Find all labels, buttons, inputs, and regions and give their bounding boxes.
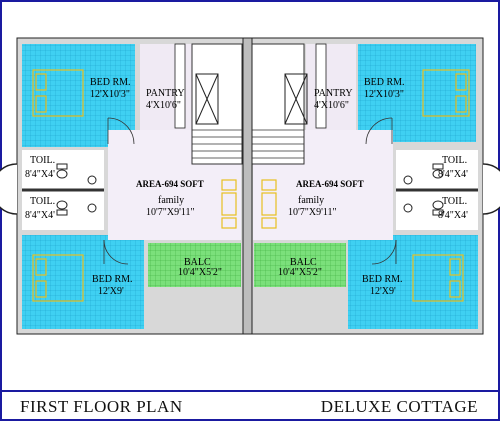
label-family-r-area: AREA-694 SOFT — [296, 179, 364, 189]
label-toil-r2-size: 8'4"X4' — [438, 210, 468, 221]
label-toil-r2-name: TOIL. — [442, 196, 467, 207]
label-family-l-size: 10'7"X9'11" — [146, 207, 195, 218]
label-toil-r1-size: 8'4"X4' — [438, 169, 468, 180]
dining-furniture — [221, 179, 277, 229]
label-toil-l2-name: TOIL. — [30, 196, 55, 207]
party-wall — [242, 37, 253, 335]
label-balc-r-size: 10'4"X5'2" — [278, 267, 322, 278]
label-bed-bl-name: BED RM. — [92, 274, 133, 285]
label-balc-r-name: BALC — [290, 257, 317, 268]
label-pantry-r-name: PANTRY — [314, 88, 353, 99]
bay-window-right — [482, 163, 500, 215]
label-bed-bl-size: 12'X9' — [98, 286, 124, 297]
label-toil-l1-name: TOIL. — [30, 155, 55, 166]
pantry-right — [306, 44, 356, 130]
label-pantry-l-size: 4'X10'6" — [146, 100, 181, 111]
plan-title: FIRST FLOOR PLAN — [20, 397, 183, 416]
label-toil-l1-size: 8'4"X4' — [25, 169, 55, 180]
stair-right — [251, 43, 305, 165]
label-bed-tr-name: BED RM. — [364, 77, 405, 88]
label-bed-br-size: 12'X9' — [370, 286, 396, 297]
label-family-l-area: AREA-694 SOFT — [136, 179, 204, 189]
label-toil-l2-size: 8'4"X4' — [25, 210, 55, 221]
plan-subtitle: DELUXE COTTAGE — [320, 397, 478, 416]
stair-left — [191, 43, 243, 165]
label-pantry-l-name: PANTRY — [146, 88, 185, 99]
bay-window-left — [0, 163, 18, 215]
label-balc-l-size: 10'4"X5'2" — [178, 267, 222, 278]
label-bed-br-name: BED RM. — [362, 274, 403, 285]
label-pantry-r-size: 4'X10'6" — [314, 100, 349, 111]
bed-furniture — [32, 69, 470, 302]
label-family-l-name: family — [158, 195, 184, 206]
label-bed-tr-size: 12'X10'3" — [364, 89, 404, 100]
label-bed-tl-name: BED RM. — [90, 77, 131, 88]
label-balc-l-name: BALC — [184, 257, 211, 268]
label-bed-tl-size: 12'X10'3" — [90, 89, 130, 100]
label-toil-r1-name: TOIL. — [442, 155, 467, 166]
toilet-fixtures — [56, 163, 444, 216]
label-family-r-name: family — [298, 195, 324, 206]
label-family-r-size: 10'7"X9'11" — [288, 207, 337, 218]
